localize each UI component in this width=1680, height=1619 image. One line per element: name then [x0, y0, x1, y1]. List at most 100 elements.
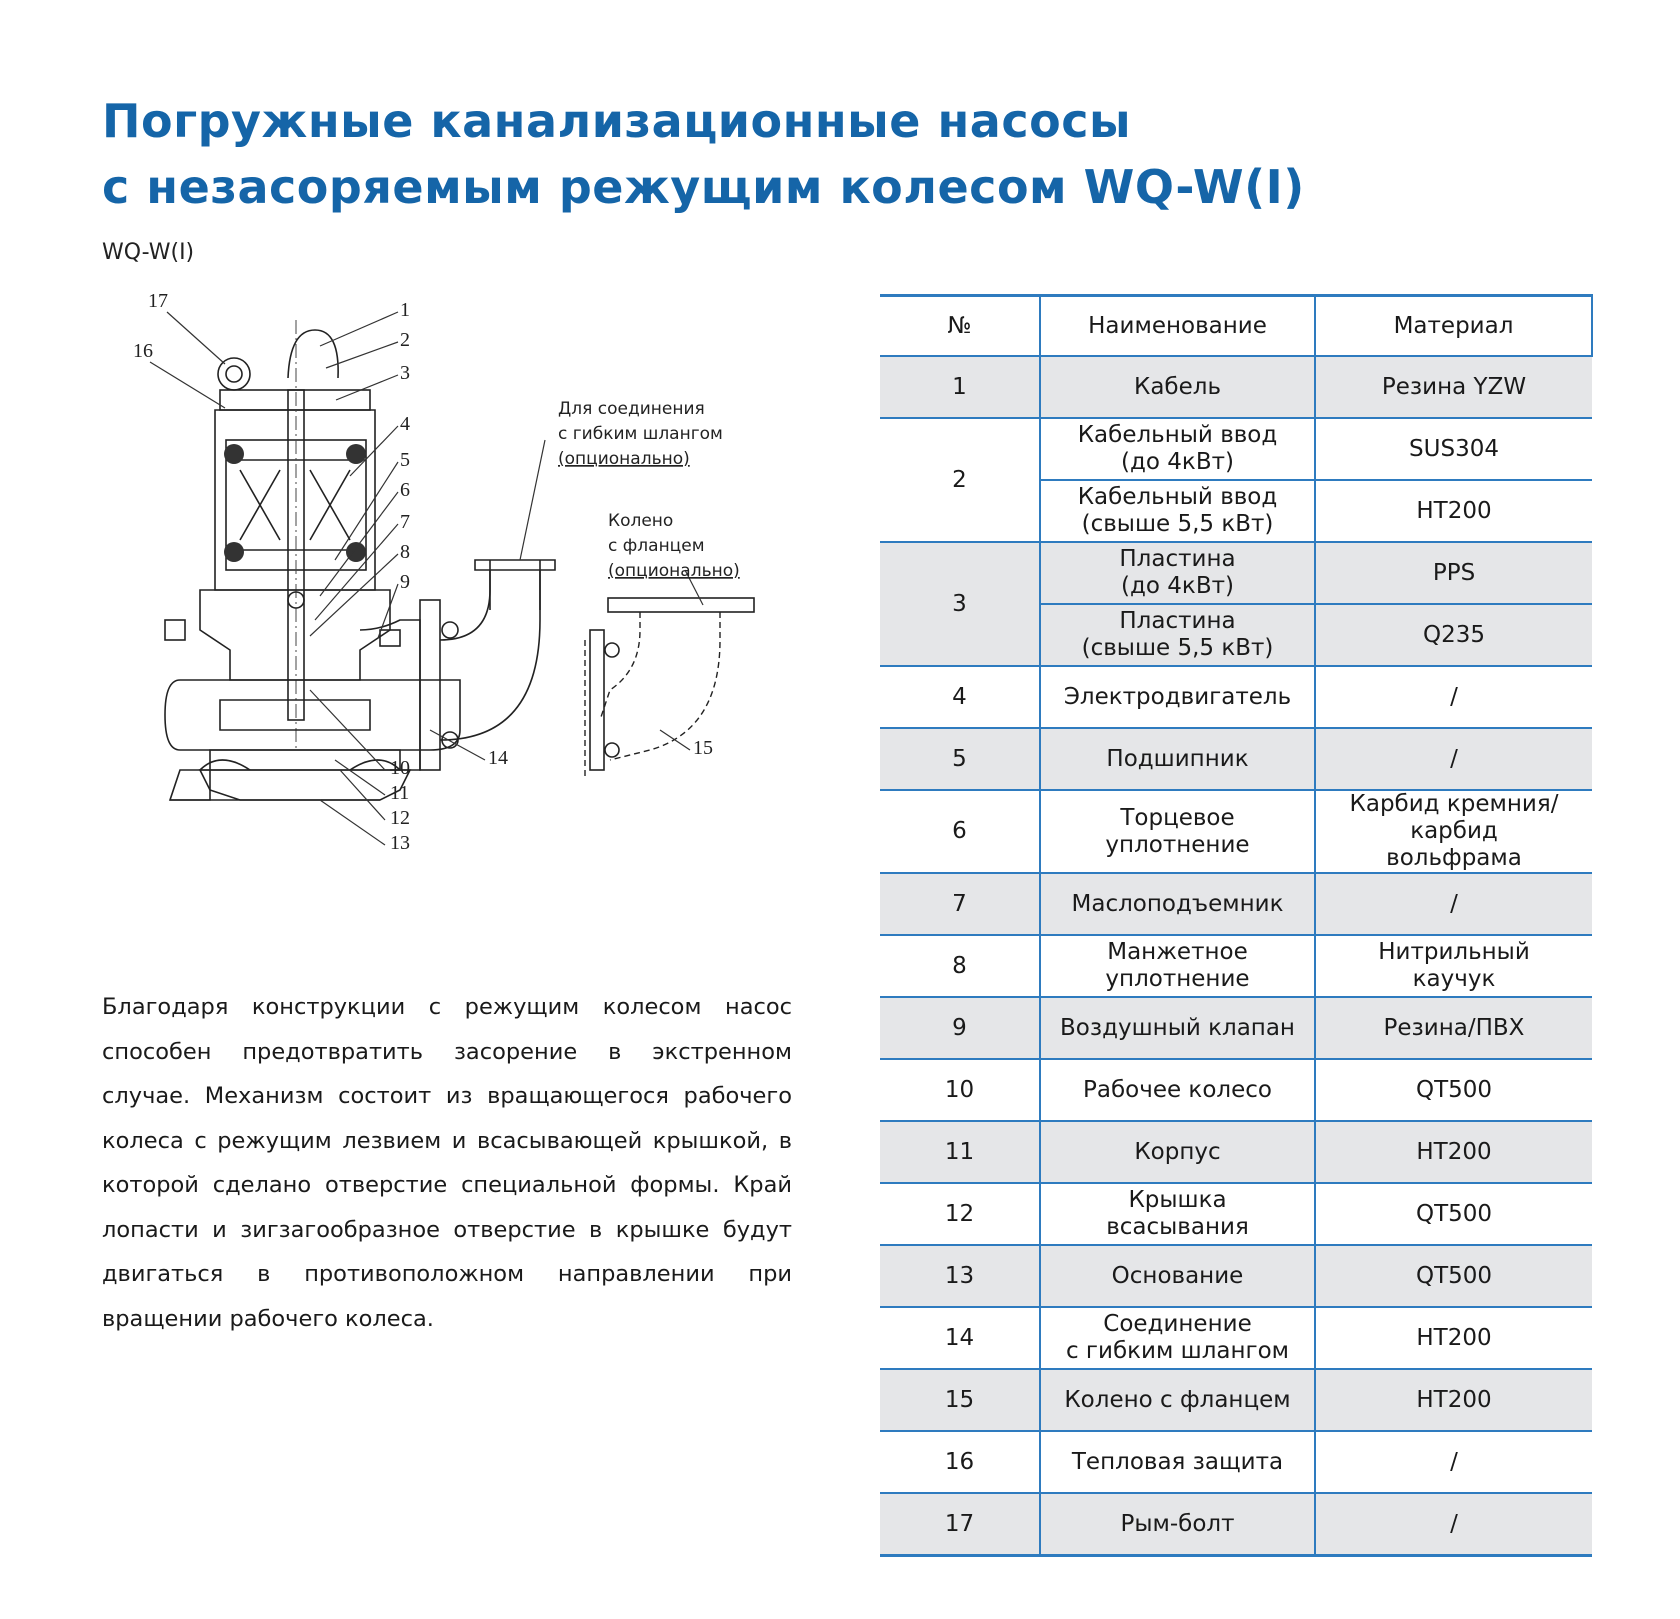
callout-3: 3 — [400, 362, 410, 384]
row-name: Воздушный клапан — [1039, 997, 1316, 1060]
callout-16: 16 — [133, 340, 153, 362]
row-number: 8 — [880, 935, 1041, 998]
callout-9: 9 — [400, 571, 410, 593]
callout-14: 14 — [488, 747, 508, 769]
row-name: Рабочее колесо — [1039, 1059, 1316, 1122]
page-title: Погружные канализационные насосы с незас… — [102, 88, 1582, 220]
elbow-note-line-1: Колено — [608, 511, 673, 531]
row-material: HT200 — [1315, 1369, 1592, 1432]
pump-drawing: 17 16 1 2 3 4 5 6 7 8 9 10 11 12 13 14 1… — [133, 290, 755, 854]
row-number: 3 — [880, 542, 1041, 667]
row-number: 14 — [880, 1307, 1041, 1370]
row-material: QT500 — [1315, 1059, 1592, 1122]
header-name: Наименование — [1039, 295, 1316, 357]
callout-6: 6 — [400, 479, 410, 501]
hose-note-line-1: Для соединения — [558, 399, 705, 419]
row-number: 6 — [880, 790, 1041, 874]
row-material: Резина/ПВХ — [1315, 997, 1592, 1060]
row-material: HT200 — [1315, 480, 1592, 543]
row-material: HT200 — [1315, 1121, 1592, 1184]
title-line-2: с незасоряемым режущим колесом WQ-W(I) — [102, 160, 1305, 214]
row-material: / — [1315, 1431, 1592, 1494]
row-name: Кабельный ввод (до 4кВт) — [1039, 418, 1316, 481]
callout-15: 15 — [693, 737, 713, 759]
callout-4: 4 — [400, 413, 410, 435]
row-number: 16 — [880, 1431, 1041, 1494]
row-number: 5 — [880, 728, 1041, 791]
table-row: Кабельный ввод (свыше 5,5 кВт)HT200 — [880, 480, 1592, 543]
row-material: SUS304 — [1315, 418, 1592, 481]
row-number: 11 — [880, 1121, 1041, 1184]
callout-7: 7 — [400, 511, 410, 533]
callout-17: 17 — [148, 290, 168, 312]
title-line-1: Погружные канализационные насосы — [102, 94, 1132, 148]
row-material: / — [1315, 728, 1592, 791]
table-header-row: № Наименование Материал — [880, 295, 1593, 357]
row-name: Основание — [1039, 1245, 1316, 1308]
row-material: Карбид кремния/ карбид вольфрама — [1315, 790, 1592, 874]
row-material: QT500 — [1315, 1183, 1592, 1246]
row-name: Рым-болт — [1039, 1493, 1316, 1557]
row-name: Колено с фланцем — [1039, 1369, 1316, 1432]
row-number: 13 — [880, 1245, 1041, 1308]
description-text: Благодаря конструкции с режущим колесом … — [102, 994, 792, 1332]
elbow-note-line-2: с фланцем — [608, 536, 705, 556]
callout-5: 5 — [400, 449, 410, 471]
row-number: 12 — [880, 1183, 1041, 1246]
row-name: Соединение с гибким шлангом — [1039, 1307, 1316, 1370]
pump-body-outline — [164, 320, 461, 801]
row-name: Кабель — [1039, 356, 1316, 419]
row-number: 4 — [880, 666, 1041, 729]
row-name: Корпус — [1039, 1121, 1316, 1184]
row-material: / — [1315, 873, 1592, 936]
row-material: / — [1315, 1493, 1592, 1557]
row-number: 2 — [880, 418, 1041, 543]
row-name: Крышка всасывания — [1039, 1183, 1316, 1246]
row-material: PPS — [1315, 542, 1592, 605]
row-name: Маслоподъемник — [1039, 873, 1316, 936]
callout-1: 1 — [400, 299, 410, 321]
callout-11: 11 — [390, 782, 409, 804]
row-name: Кабельный ввод (свыше 5,5 кВт) — [1039, 480, 1316, 543]
header-material: Материал — [1314, 295, 1593, 357]
row-name: Манжетное уплотнение — [1039, 935, 1316, 998]
row-material: Резина YZW — [1315, 356, 1592, 419]
row-number: 9 — [880, 997, 1041, 1060]
model-subtitle: WQ-W(I) — [102, 240, 195, 265]
table-row: Пластина (свыше 5,5 кВт)Q235 — [880, 604, 1592, 667]
callout-leaders — [149, 311, 704, 846]
row-material: Q235 — [1315, 604, 1592, 667]
callout-10: 10 — [390, 757, 410, 779]
callout-13: 13 — [390, 832, 410, 854]
callout-2: 2 — [400, 329, 410, 351]
row-material: HT200 — [1315, 1307, 1592, 1370]
callout-12: 12 — [390, 807, 410, 829]
row-material: Нитрильный каучук — [1315, 935, 1592, 998]
callout-8: 8 — [400, 541, 410, 563]
row-material: / — [1315, 666, 1592, 729]
hose-note-line-3: (опционально) — [558, 449, 690, 469]
row-number: 7 — [880, 873, 1041, 936]
hose-connection — [439, 559, 556, 741]
row-name: Электродвигатель — [1039, 666, 1316, 729]
row-name: Подшипник — [1039, 728, 1316, 791]
header-num: № — [880, 295, 1040, 357]
row-name: Пластина (до 4кВт) — [1039, 542, 1316, 605]
